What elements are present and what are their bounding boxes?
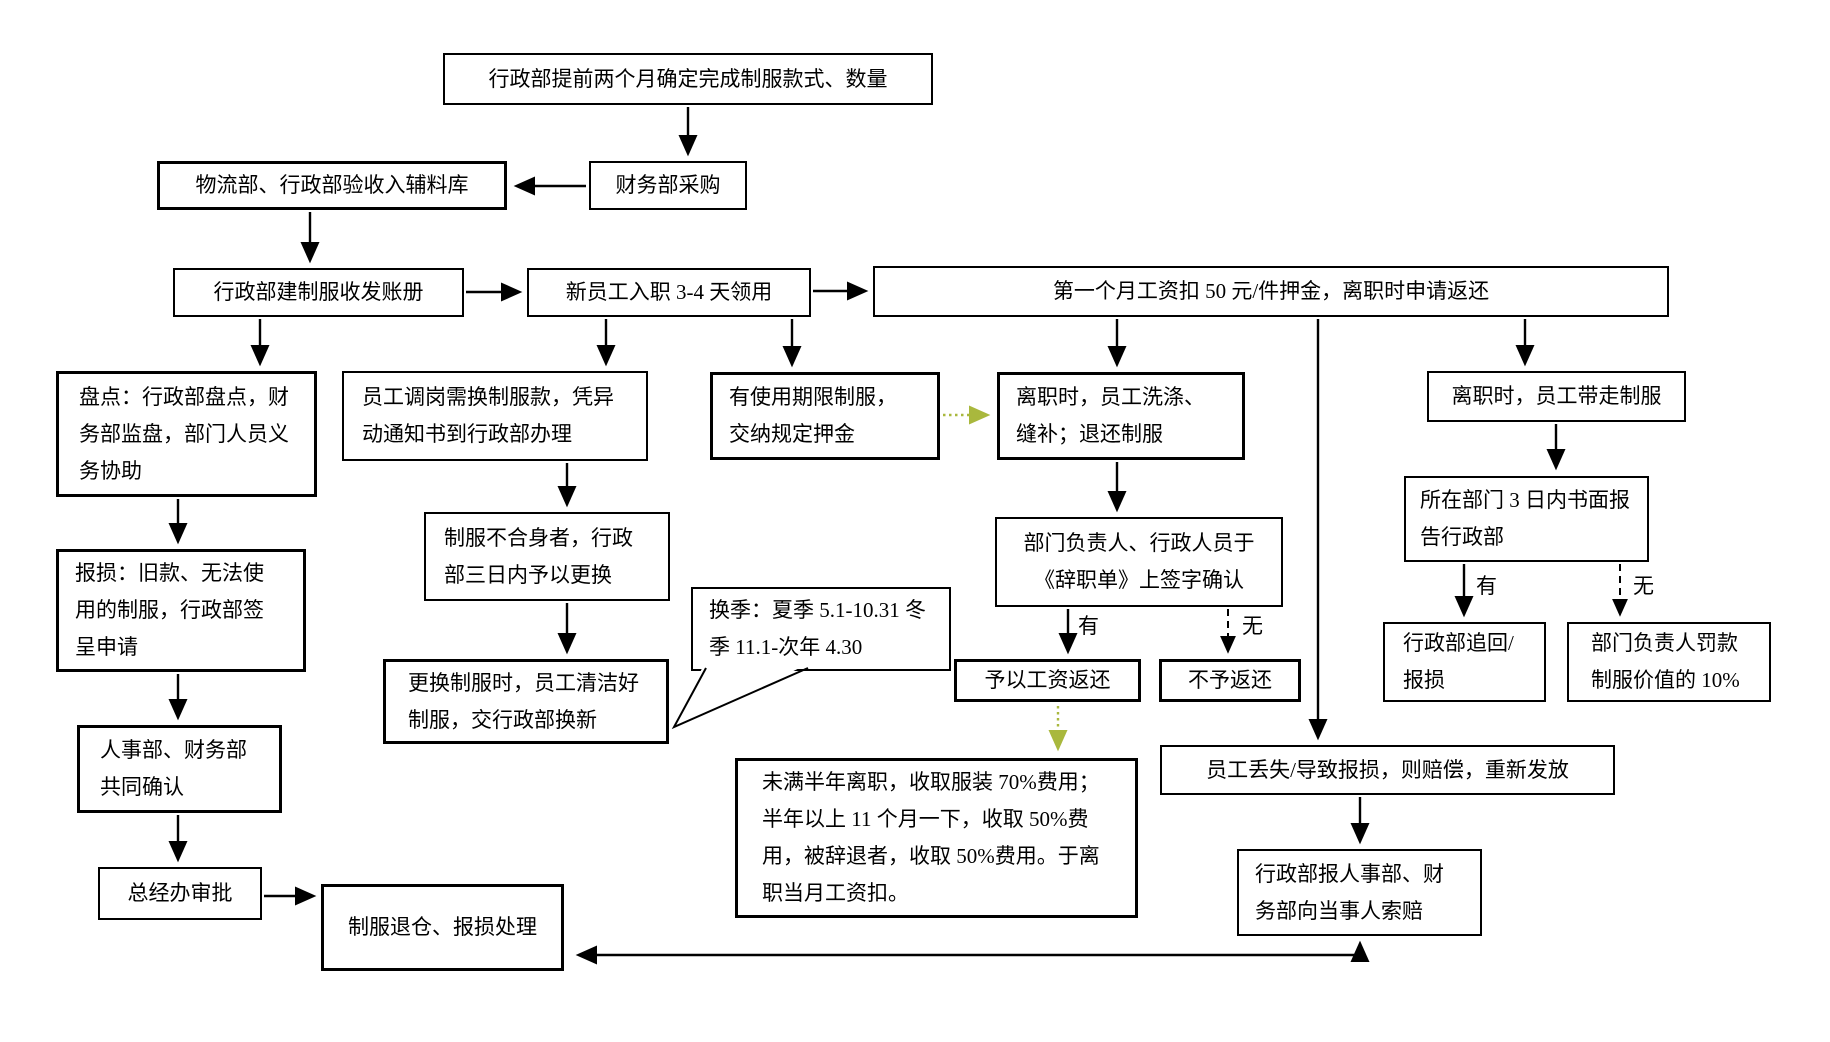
node-manager-fine-10pct: 部门负责人罚款制服价值的 10% xyxy=(1567,622,1771,702)
node-new-employee-receive: 新员工入职 3-4 天领用 xyxy=(527,268,811,317)
node-text: 新员工入职 3-4 天领用 xyxy=(565,280,773,304)
node-logistics-admin-inspect-warehouse: 物流部、行政部验收入辅料库 xyxy=(157,161,507,210)
node-fee-deduction-rules: 未满半年离职，收取服装 70%费用；半年以上 11 个月一下，收取 50%费用，… xyxy=(735,758,1138,918)
node-text: 员工丢失/导致报损，则赔偿，重新发放 xyxy=(1206,757,1569,782)
node-text: 行政部建制服收发账册 xyxy=(213,280,424,304)
node-uniform-return-warehouse: 制服退仓、报损处理 xyxy=(321,884,564,971)
node-text: 总经办审批 xyxy=(127,881,233,905)
node-text: 更换制服时，员工清洁好制服，交行政部换新 xyxy=(408,670,639,732)
edge-label-yes: 有 xyxy=(1078,614,1099,638)
node-resignation-form-sign: 部门负责人、行政人员于《辞职单》上签字确认 xyxy=(995,517,1283,607)
node-text: 予以工资返还 xyxy=(984,668,1111,692)
node-admin-determine-style-quantity: 行政部提前两个月确定完成制服款式、数量 xyxy=(443,53,933,105)
node-ill-fitting-replace: 制服不合身者，行政部三日内予以更换 xyxy=(424,512,670,601)
node-text: 制服退仓、报损处理 xyxy=(348,915,537,939)
node-text: 盘点：行政部盘点，财务部监盘，部门人员义务协助 xyxy=(79,384,289,483)
node-text: 所在部门 3 日内书面报告行政部 xyxy=(1420,488,1630,549)
node-gm-office-approval: 总经办审批 xyxy=(98,867,262,920)
node-salary-deposit-rule: 第一个月工资扣 50 元/件押金，离职时申请返还 xyxy=(873,266,1669,317)
edge-label-no: 无 xyxy=(1633,574,1654,598)
node-refund-with-salary: 予以工资返还 xyxy=(954,659,1141,702)
node-department-written-report: 所在部门 3 日内书面报告行政部 xyxy=(1404,476,1649,562)
node-text: 行政部提前两个月确定完成制服款式、数量 xyxy=(488,66,888,91)
node-lost-compensation: 员工丢失/导致报损，则赔偿，重新发放 xyxy=(1160,745,1615,795)
node-claim-compensation: 行政部报人事部、财务部向当事人索赔 xyxy=(1237,849,1482,936)
node-text: 部门负责人、行政人员于《辞职单》上签字确认 xyxy=(1023,531,1255,592)
node-text: 财务部采购 xyxy=(615,173,721,197)
node-text: 离职时，员工带走制服 xyxy=(1451,384,1662,408)
node-transfer-change-uniform: 员工调岗需换制服款，凭异动通知书到行政部办理 xyxy=(342,371,648,461)
node-no-refund: 不予返还 xyxy=(1159,659,1301,702)
node-finance-purchase: 财务部采购 xyxy=(589,161,747,210)
node-text: 离职时，员工洗涤、缝补；退还制服 xyxy=(1016,385,1205,446)
node-damage-report-apply: 报损：旧款、无法使用的制服，行政部签呈申请 xyxy=(56,549,306,672)
edge-label-no: 无 xyxy=(1242,614,1263,638)
node-text: 报损：旧款、无法使用的制服，行政部签呈申请 xyxy=(75,561,264,659)
node-text: 制服不合身者，行政部三日内予以更换 xyxy=(444,525,633,587)
node-resign-take-uniform: 离职时，员工带走制服 xyxy=(1427,371,1686,422)
node-text: 有使用期限制服，交纳规定押金 xyxy=(729,385,897,446)
node-hr-finance-confirm: 人事部、财务部共同确认 xyxy=(77,725,282,813)
edge-label-yes: 有 xyxy=(1476,574,1497,598)
node-text: 行政部追回/报损 xyxy=(1403,631,1514,692)
node-text: 人事部、财务部共同确认 xyxy=(100,738,247,799)
node-text: 部门负责人罚款制服价值的 10% xyxy=(1591,631,1740,692)
node-text: 员工调岗需换制服款，凭异动通知书到行政部办理 xyxy=(362,385,614,446)
node-resign-wash-return: 离职时，员工洗涤、缝补；退还制服 xyxy=(997,372,1245,460)
node-text: 行政部报人事部、财务部向当事人索赔 xyxy=(1255,861,1444,923)
node-clean-before-exchange: 更换制服时，员工清洁好制服，交行政部换新 xyxy=(383,659,669,744)
node-text: 第一个月工资扣 50 元/件押金，离职时申请返还 xyxy=(1052,279,1490,303)
node-admin-uniform-ledger: 行政部建制服收发账册 xyxy=(173,268,464,317)
node-text: 物流部、行政部验收入辅料库 xyxy=(195,173,469,197)
node-text: 换季：夏季 5.1-10.31 冬季 11.1-次年 4.30 xyxy=(709,598,926,659)
node-admin-recover-writeoff: 行政部追回/报损 xyxy=(1383,622,1546,702)
node-term-limited-uniform-deposit: 有使用期限制服，交纳规定押金 xyxy=(710,372,940,460)
callout-season-change: 换季：夏季 5.1-10.31 冬季 11.1-次年 4.30 xyxy=(691,587,951,671)
node-text: 不予返还 xyxy=(1188,668,1272,692)
node-inventory-check: 盘点：行政部盘点，财务部监盘，部门人员义务协助 xyxy=(56,371,317,497)
node-text: 未满半年离职，收取服装 70%费用；半年以上 11 个月一下，收取 50%费用，… xyxy=(762,770,1100,905)
